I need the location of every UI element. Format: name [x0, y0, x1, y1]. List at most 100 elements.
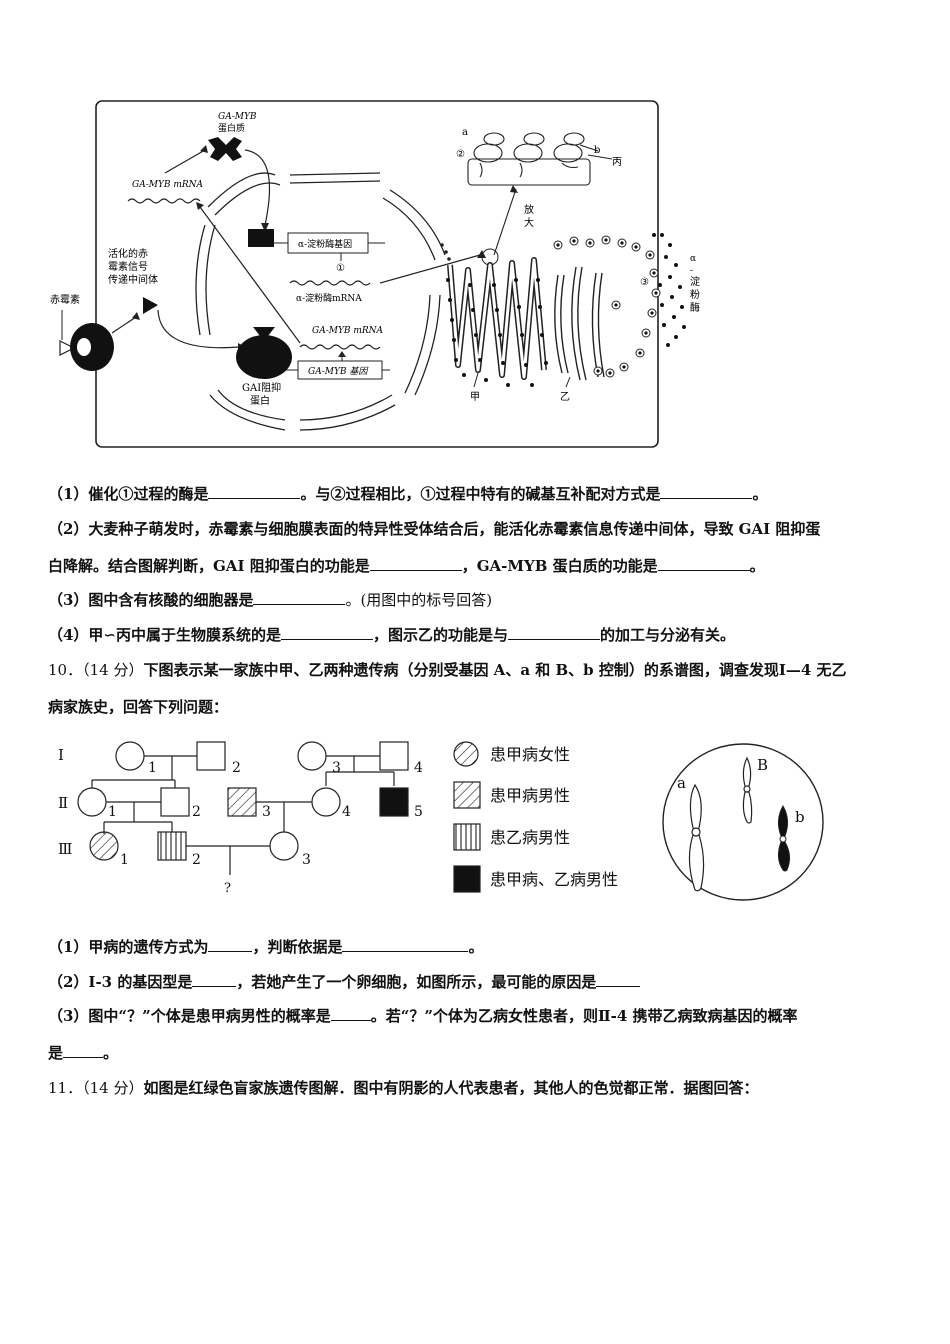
- chromosome-b: [777, 804, 791, 872]
- unknown-individual: ?: [224, 881, 231, 896]
- legend-label-3: 患乙病男性: [490, 828, 570, 847]
- label-chr-a: a: [677, 774, 686, 792]
- q9-line-2: （2）大麦种子萌发时，赤霉素与细胞膜表面的特异性受体结合后，能活化赤霉素信息传递…: [48, 520, 821, 538]
- gai-protein-shape: [236, 335, 292, 379]
- num: 4: [414, 760, 423, 776]
- num: 3: [262, 804, 271, 820]
- label-amylase-3: 淀: [690, 275, 700, 288]
- answer-blank[interactable]: [63, 1043, 104, 1058]
- q10-sub-3-cont: 是。: [48, 1043, 119, 1062]
- label-jia: 甲: [470, 392, 480, 403]
- answer-blank[interactable]: [660, 484, 753, 499]
- label-activated-1: 活化的赤: [108, 247, 148, 260]
- answer-blank[interactable]: [508, 625, 601, 640]
- label-amylase-4: 粉: [690, 288, 700, 301]
- q10-sub-2: （2）Ⅰ-3 的基因型是，若她产生了一个卵细胞，如图所示，最可能的原因是: [48, 972, 641, 992]
- answer-blank[interactable]: [281, 625, 374, 640]
- gibberellin-triangle: [59, 340, 76, 356]
- legend-male-ab: [453, 865, 481, 893]
- label-ga-myb-protein: GA-MYB: [218, 112, 257, 122]
- legend-label-1: 患甲病女性: [490, 745, 570, 764]
- answer-blank[interactable]: [657, 556, 750, 571]
- legend-label-4: 患甲病、乙病男性: [490, 870, 618, 889]
- label-ga-myb-mrna-center: GA-MYB mRNA: [312, 326, 384, 336]
- label-bing: 丙: [612, 157, 622, 168]
- receptor-shape: [70, 323, 114, 371]
- I-4-male: [379, 741, 409, 771]
- golgi: [554, 266, 605, 381]
- answer-blank[interactable]: [596, 972, 641, 987]
- num: 1: [120, 852, 129, 868]
- label-activated-3: 传递中间体: [108, 273, 158, 286]
- answer-blank[interactable]: [369, 556, 462, 571]
- q10-sub-1: （1）甲病的遗传方式为，判断依据是。: [48, 937, 484, 956]
- cell-diagram: GA-MYB 蛋白质 GA-MYB mRNA 活化的赤 霉素信号 传递中间体 赤…: [50, 100, 700, 448]
- label-amylase-1: α: [690, 254, 696, 264]
- label-gai-1: GAI阻抑: [242, 382, 281, 394]
- nuclear-envelope: [195, 172, 446, 431]
- q9-line-3: 白降解。结合图解判断，GAI 阻抑蛋白的功能是，GA-MYB 蛋白质的功能是。: [48, 556, 765, 575]
- label-protein: 蛋白质: [218, 122, 245, 134]
- answer-blank[interactable]: [342, 937, 469, 952]
- label-amylase-gene: α-淀粉酶基因: [298, 238, 352, 250]
- III-1-affected-female: [89, 831, 119, 861]
- q11-line-1: 11．（14 分）如图是红绿色盲家族遗传图解．图中有阴影的人代表患者，其他人的色…: [48, 1079, 759, 1097]
- label-amylase-5: 酶: [690, 301, 700, 314]
- label-activated-2: 霉素信号: [108, 260, 148, 273]
- II-5-both-affected-male: [379, 787, 409, 817]
- II-3-affected-male: [227, 787, 257, 817]
- label-gai-2: 蛋白: [250, 394, 270, 407]
- num: 2: [192, 804, 201, 820]
- num: 2: [232, 760, 241, 776]
- answer-blank[interactable]: [330, 1006, 371, 1021]
- answer-blank[interactable]: [253, 590, 346, 605]
- q10-sub-3: （3）图中“？”个体是患甲病男性的概率是。若“？”个体为乙病女性患者，则Ⅱ-4 …: [48, 1006, 798, 1025]
- q9-line-4: （3）图中含有核酸的细胞器是。(用图中的标号回答): [48, 590, 493, 609]
- label-a: a: [462, 127, 468, 138]
- answer-blank[interactable]: [192, 972, 237, 987]
- answer-blank[interactable]: [208, 484, 301, 499]
- answer-blank[interactable]: [208, 937, 253, 952]
- q9-line-1: （1）催化①过程的酶是。与②过程相比，①过程中特有的碱基互补配对方式是。: [48, 484, 768, 503]
- label-process-1: ①: [336, 263, 345, 274]
- legend-label-2: 患甲病男性: [490, 786, 570, 805]
- I-3-female: [297, 741, 327, 771]
- q10-line-2: 病家族史，回答下列问题：: [48, 698, 229, 716]
- gen-I-label: Ⅰ: [58, 746, 64, 764]
- q10-line-1: 10．（14 分）下图表示某一家族中甲、乙两种遗传病（分别受基因 A、a 和 B…: [48, 661, 847, 679]
- label-b: b: [594, 145, 600, 156]
- label-chr-b: b: [795, 808, 805, 826]
- label-gibberellin: 赤霉素: [50, 293, 80, 306]
- label-amylase-2: -: [690, 266, 693, 276]
- legend-male-b: [453, 823, 481, 851]
- label-enlarge-2: 大: [524, 216, 534, 229]
- label-ga-myb-mrna-left: GA-MYB mRNA: [132, 180, 204, 190]
- label-amylase-mrna: α-淀粉酶mRNA: [296, 292, 362, 304]
- num: 3: [302, 852, 311, 868]
- label-yi: 乙: [560, 391, 570, 403]
- secreted-amylase-dots: [652, 233, 686, 347]
- intermediate-triangle: [143, 297, 158, 314]
- num: 4: [342, 804, 351, 820]
- legend-male-a: [453, 781, 481, 809]
- III-3-female: [269, 831, 299, 861]
- chromosome-B: [742, 756, 753, 824]
- label-process-3: ③: [640, 277, 649, 288]
- num: 5: [414, 804, 423, 820]
- label-process-2: ②: [456, 149, 465, 160]
- I-1-female: [115, 741, 145, 771]
- pedigree-chart: Ⅰ Ⅱ Ⅲ 1 2 3 4 1 2 3 4 5 1 2 3 ? 患甲病女性 患甲…: [58, 741, 618, 896]
- label-ga-myb-gene: GA-MYB 基因: [308, 366, 369, 377]
- III-2-affected-male: [157, 831, 187, 861]
- I-2-male: [196, 741, 226, 771]
- ga-myb-protein-shape: [208, 137, 242, 161]
- gen-II-label: Ⅱ: [58, 794, 68, 812]
- gen-III-label: Ⅲ: [58, 840, 72, 858]
- cell-membrane: [95, 100, 659, 448]
- II-1-female: [77, 787, 107, 817]
- chromosome-a: [688, 783, 705, 892]
- q9-line-5: （4）甲∽丙中属于生物膜系统的是，图示乙的功能是与的加工与分泌有关。: [48, 625, 736, 644]
- egg-cell-figure: a B b: [662, 743, 824, 901]
- legend-female-a: [453, 741, 479, 767]
- num: 2: [192, 852, 201, 868]
